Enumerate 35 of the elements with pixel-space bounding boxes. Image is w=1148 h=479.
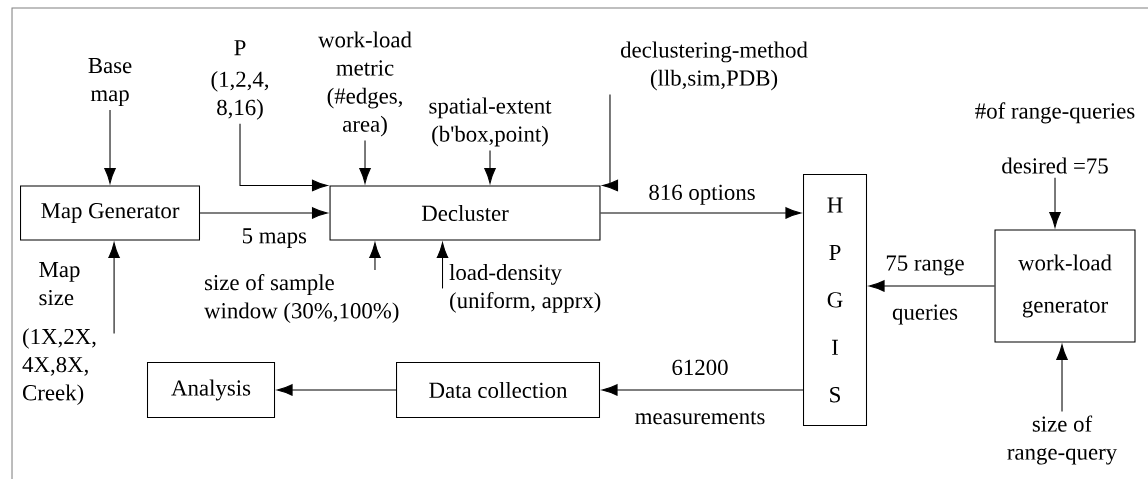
edge-label: 75 range queries (886, 255, 964, 325)
arrow (359, 140, 371, 184)
arrow (1049, 177, 1061, 228)
arrow (108, 242, 120, 335)
input-label: work-load metric (#edges, area) (318, 31, 412, 137)
process-box: work-load generator (994, 229, 1136, 343)
arrow (600, 207, 802, 219)
edge-label: 816 options (649, 184, 755, 205)
input-label: declustering-method (llb,sim,PDB) (620, 41, 808, 91)
arrow (104, 109, 116, 184)
process-box: Analysis (147, 361, 276, 418)
input-label: load-density (uniform, apprx) (449, 264, 601, 313)
arrow (239, 123, 328, 192)
edge-label: 5 maps (242, 228, 307, 249)
arrow (436, 242, 449, 289)
process-box: H P G I S (803, 174, 868, 426)
arrow (1056, 344, 1068, 412)
input-label: size of sample window (30%,100%) (204, 274, 399, 324)
arrow (484, 149, 496, 184)
input-label: P (1,2,4, 8,16) (211, 40, 269, 120)
input-label: size of range-query (1007, 415, 1118, 465)
edge-label: 61200 measurements (635, 359, 765, 425)
process-box: Map Generator (20, 185, 201, 241)
process-box: Decluster (329, 185, 601, 241)
input-label: Map size (1X,2X, 4X,8X, Creek) (22, 262, 96, 406)
input-label: Base map (88, 58, 132, 106)
process-box: Data collection (396, 361, 600, 418)
arrow (369, 242, 381, 271)
arrow (601, 384, 804, 396)
arrow (199, 207, 328, 219)
arrow (868, 280, 995, 292)
arrow (276, 384, 397, 396)
input-label: #of range-queries desired =75 (975, 102, 1135, 174)
arrow (602, 93, 619, 192)
input-label: spatial-extent (b'box,point) (429, 97, 552, 147)
